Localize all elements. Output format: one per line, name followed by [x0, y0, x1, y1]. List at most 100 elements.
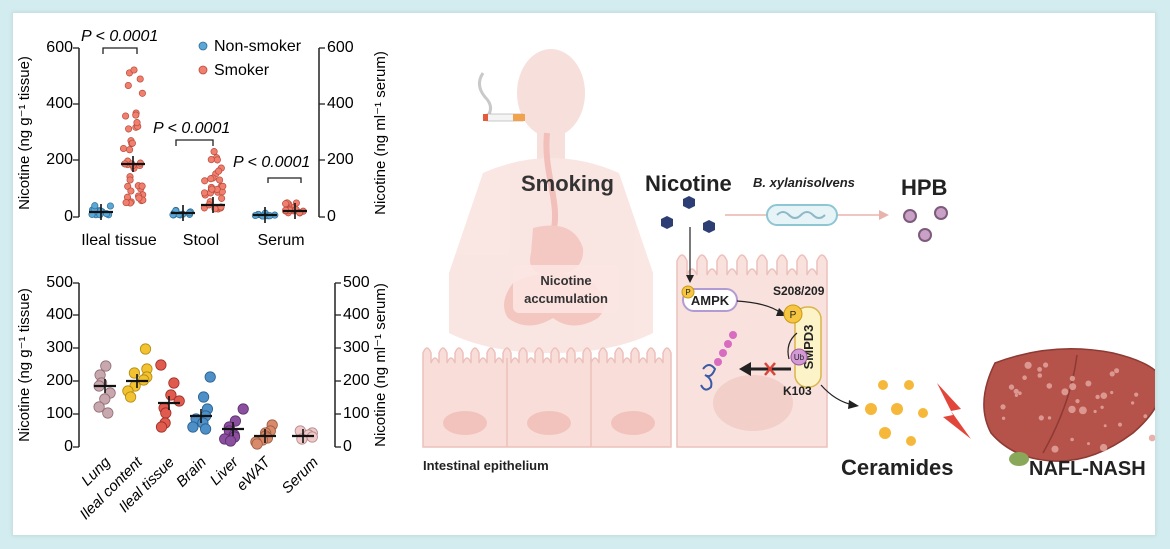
intestinal-epithelium — [422, 347, 672, 448]
liver-fat-spot — [1037, 367, 1042, 372]
smoke-wisp — [478, 72, 492, 118]
bottom-dot-lung — [93, 401, 105, 413]
smpd3-phospho-label: P — [790, 310, 797, 321]
bottom-y-label-right: Nicotine (ng ml⁻¹ serum) — [372, 283, 389, 447]
liver-fat-spot — [1114, 368, 1120, 374]
ub-chain-3 — [719, 349, 727, 357]
bottom-dot-brain — [187, 421, 199, 433]
legend-non-smoker-marker — [198, 41, 208, 51]
top-dot-ileal-smoker — [138, 182, 146, 190]
smpd3-phospho-badge — [783, 304, 803, 324]
bottom-ytick-300: 300 — [46, 339, 73, 356]
ubiquitin-badge — [790, 348, 808, 366]
bacterium-label: B. xylanisolvens — [753, 175, 855, 190]
liver-fat-spot — [1100, 405, 1104, 409]
bottom-rtick-200: 200 — [343, 372, 370, 389]
liver-fat-spot — [1110, 390, 1114, 395]
bottom-ytick-500: 500 — [46, 274, 73, 291]
top-dot-ileal-smoker — [122, 112, 130, 120]
ceramides-label: Ceramides — [841, 455, 954, 480]
bottom-dot-ileal-content — [128, 367, 141, 379]
degradation-arrow-head — [879, 210, 889, 220]
ceramide-release-arrow-head — [848, 400, 859, 409]
top-dot-serum-smoker — [292, 199, 300, 207]
bottom-rtick-400: 400 — [343, 306, 370, 323]
liver-lobe-line — [1042, 354, 1078, 454]
head-shape — [517, 49, 585, 137]
liver-fat-spot — [1024, 361, 1032, 369]
liver-fat-spot — [1093, 409, 1097, 414]
top-dot-stool-smoker — [210, 148, 218, 156]
ampk-phospho-label: P — [685, 288, 690, 297]
top-dot-stool-smoker — [215, 167, 223, 175]
ceramide-dot-2 — [865, 403, 877, 415]
ampk-box — [682, 288, 738, 312]
block-x-icon — [764, 362, 776, 376]
top-dot-stool-smoker — [218, 194, 226, 202]
top-ytick-0: 0 — [64, 208, 73, 225]
accumulation-label-1: Nicotine — [540, 273, 591, 288]
top-dot-ileal-smoker — [127, 187, 135, 195]
accumulation-label-2: accumulation — [524, 291, 608, 306]
top-dot-clusters — [88, 66, 307, 223]
bacterium-dna — [776, 211, 826, 219]
smoking-label: Smoking — [521, 171, 614, 196]
nicotine-entry-arrow-head — [686, 275, 694, 283]
top-rtick-0: 0 — [327, 208, 336, 225]
liver-fat-spot — [1013, 388, 1019, 394]
liver-fat-spot — [1118, 422, 1122, 427]
liver-fat-spot — [1069, 375, 1076, 382]
liver-fat-spot — [1014, 393, 1019, 397]
liver-fat-spot — [1068, 405, 1076, 414]
top-rtick-200: 200 — [327, 151, 354, 168]
bottom-dot-ewat — [251, 438, 263, 450]
top-ytick-600: 600 — [46, 39, 73, 56]
bottom-dot-lung — [102, 407, 114, 419]
bottom-xlabel-ewat: eWAT — [233, 453, 275, 495]
bottom-dot-ileal-tissue — [168, 377, 180, 389]
top-dot-ileal-smoker — [132, 111, 140, 119]
top-xlabel-stool: Stool — [183, 232, 219, 249]
top-ytick-200: 200 — [46, 151, 73, 168]
nicotine-molecule-3 — [703, 220, 715, 233]
top-dot-stool-smoker — [200, 189, 209, 197]
bottom-dot-ileal-content — [125, 391, 137, 403]
liver-fat-spot — [1079, 406, 1087, 415]
ub-chain-2 — [724, 340, 732, 348]
hpb-molecule-2 — [934, 206, 948, 220]
liver-fat-spot — [1087, 442, 1090, 446]
nucleus-2 — [527, 411, 571, 435]
top-dot-ileal-smoker — [126, 176, 134, 184]
top-chart: 0 200 400 600 0 200 400 600 Nicotine (ng… — [16, 28, 389, 249]
bottom-xlabel-brain: Brain — [173, 454, 210, 491]
bottom-dot-liver — [225, 435, 237, 447]
epithelium-label: Intestinal epithelium — [423, 458, 549, 473]
p-value-stool: P < 0.0001 — [153, 120, 230, 137]
top-dot-stool-smoker — [207, 175, 215, 183]
nicotine-molecule-1 — [683, 196, 695, 209]
top-dot-ileal-smoker-outlier — [130, 66, 138, 74]
bottom-dot-ileal-tissue — [173, 395, 185, 407]
liver-fat-spot — [1100, 392, 1108, 400]
legend-smoker-marker — [198, 65, 208, 75]
liver-fat-spots — [1000, 361, 1156, 453]
bottom-rtick-300: 300 — [343, 339, 370, 356]
gallbladder-shape — [1009, 452, 1029, 466]
top-y-label-right: Nicotine (ng ml⁻¹ serum) — [372, 51, 389, 215]
ampk-label: AMPK — [691, 293, 730, 308]
top-rtick-600: 600 — [327, 39, 354, 56]
liver-fat-spot — [1143, 414, 1148, 419]
top-y-label-left: Nicotine (ng g⁻¹ tissue) — [16, 56, 33, 210]
site-label: S208/209 — [773, 284, 825, 298]
liver-fat-spot — [1047, 416, 1052, 420]
liver-fat-spot — [1130, 401, 1135, 405]
ceramide-dot-5 — [879, 427, 891, 439]
top-dot-stool-smoker — [207, 156, 215, 164]
liver-fat-spot — [1043, 362, 1049, 368]
liver-fat-spot — [1051, 445, 1059, 453]
top-rtick-400: 400 — [327, 95, 354, 112]
top-dot-stool-smoker — [219, 182, 227, 190]
hpb-molecule-1 — [903, 209, 917, 223]
top-dot-ileal-smoker — [136, 75, 144, 83]
ubiquitin-label: Ub — [794, 353, 805, 362]
